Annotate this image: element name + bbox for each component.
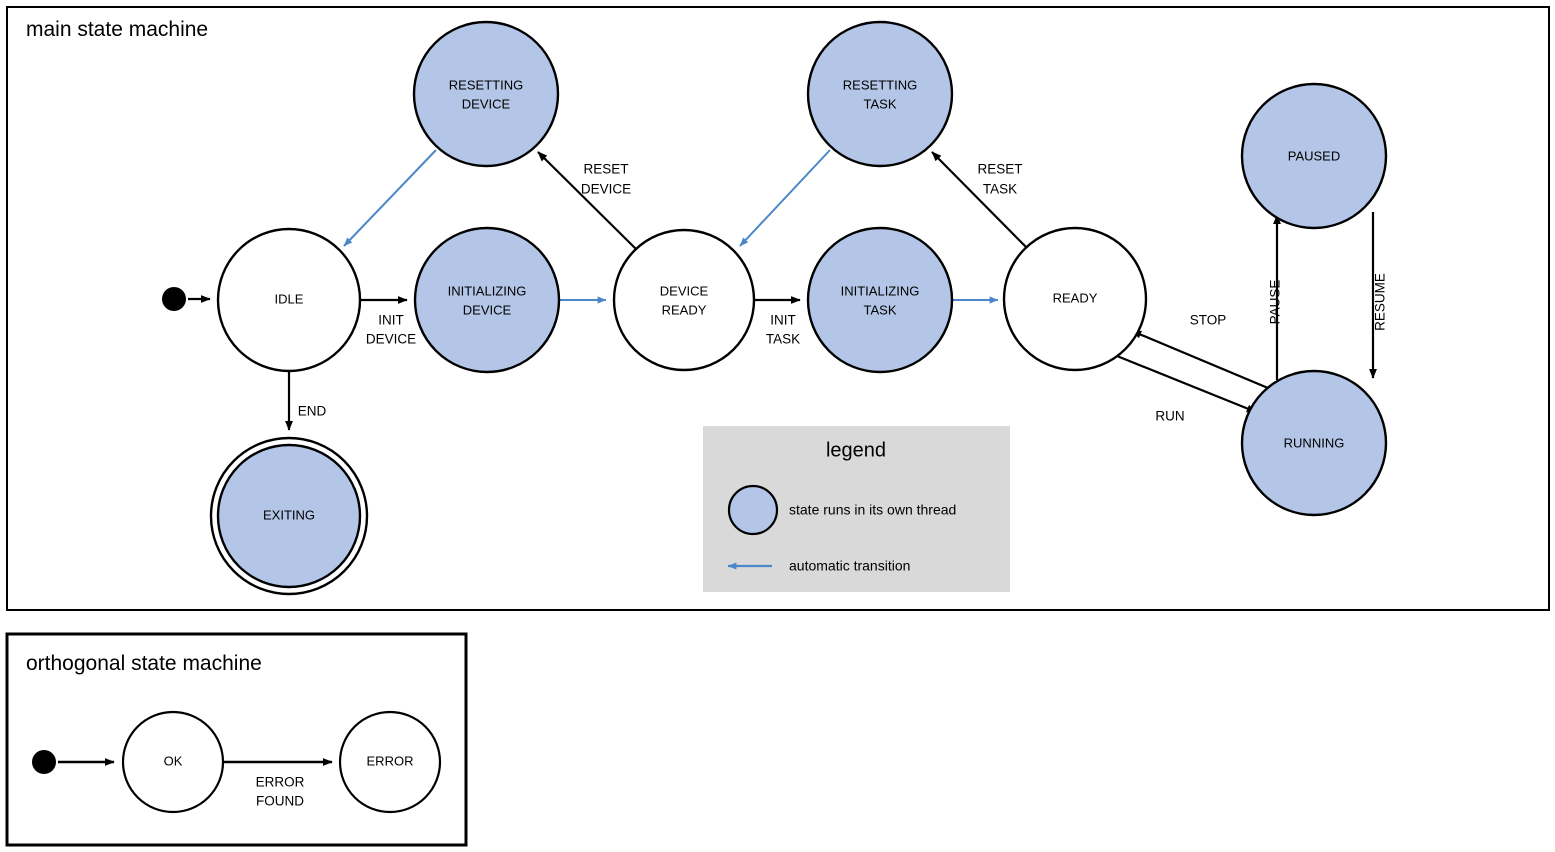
legend-auto-transition-label: automatic transition xyxy=(789,558,910,574)
main-transitions: INIT DEVICE END RESET DEVICE INIT TASK xyxy=(188,149,1388,431)
transition-ready-to-running: RUN xyxy=(1116,354,1257,424)
state-paused[interactable]: PAUSED xyxy=(1240,82,1388,230)
state-label-line2: DEVICE xyxy=(462,96,511,111)
state-resetting-task[interactable]: RESETTING TASK xyxy=(806,20,954,168)
state-label-line2: TASK xyxy=(864,96,897,111)
legend-thread-label: state runs in its own thread xyxy=(789,502,956,518)
state-label-line1: RESETTING xyxy=(843,77,917,92)
state-circle[interactable] xyxy=(412,20,560,168)
edge-line xyxy=(1131,329,1269,390)
transition-label-line2: TASK xyxy=(983,182,1017,197)
transition-label-line1: STOP xyxy=(1190,313,1227,328)
state-label-line1: DEVICE xyxy=(660,283,709,298)
state-circle[interactable] xyxy=(1002,226,1148,372)
transition-label-line1: RESET xyxy=(583,162,628,177)
state-circle[interactable] xyxy=(413,226,561,374)
transition-label-line1: RESUME xyxy=(1373,273,1388,331)
transition-ok-to-error: ERROR FOUND xyxy=(223,758,333,809)
state-circle[interactable] xyxy=(216,443,362,589)
legend: legend state runs in its own thread auto… xyxy=(703,426,1010,592)
edge-line xyxy=(931,151,1028,249)
state-initializing-device[interactable]: INITIALIZING DEVICE xyxy=(413,226,561,374)
state-label-line1: IDLE xyxy=(275,291,304,306)
state-ok[interactable]: OK xyxy=(121,710,225,814)
transition-label-line1: RESET xyxy=(977,162,1022,177)
edge-line xyxy=(1116,354,1257,414)
orthogonal-state-machine-frame: orthogonal state machine ERROR FOUND OK … xyxy=(5,632,468,847)
main-states: RESETTING DEVICE RESETTING TASK PAUSED I… xyxy=(162,20,1388,596)
state-label-line1: READY xyxy=(1053,290,1098,305)
state-circle[interactable] xyxy=(806,226,954,374)
state-label-line1: INITIALIZING xyxy=(448,283,527,298)
initial-state-node[interactable] xyxy=(162,287,186,311)
transition-label-line1: ERROR xyxy=(256,775,305,790)
transition-label-line2: DEVICE xyxy=(581,182,631,197)
transition-label-line2: DEVICE xyxy=(366,332,416,347)
state-circle[interactable] xyxy=(121,710,225,814)
legend-thread-swatch-icon xyxy=(727,484,779,536)
transition-device-ready-to-initializing-task: INIT TASK xyxy=(754,296,801,347)
state-initializing-task[interactable]: INITIALIZING TASK xyxy=(806,226,954,374)
edge-line xyxy=(537,151,638,251)
transition-paused-to-running: RESUME xyxy=(1369,212,1388,379)
ortho-initial-state-node[interactable] xyxy=(32,750,56,774)
transition-label-line1: INIT xyxy=(378,313,404,328)
transition-idle-to-exiting: END xyxy=(285,371,327,431)
state-label-line2: READY xyxy=(662,302,707,317)
state-label-line1: RESETTING xyxy=(449,77,523,92)
state-label-line1: RUNNING xyxy=(1284,435,1345,450)
transition-device-ready-to-resetting-device: RESET DEVICE xyxy=(537,151,638,251)
state-label-line1: ERROR xyxy=(367,753,414,768)
state-label-line1: EXITING xyxy=(263,507,315,522)
transition-resetting-task-to-device-ready xyxy=(739,149,831,247)
transition-running-to-paused: PAUSE xyxy=(1268,214,1283,380)
state-circle[interactable] xyxy=(806,20,954,168)
edge-line xyxy=(739,149,831,247)
state-ready[interactable]: READY xyxy=(1002,226,1148,372)
transition-resetting-device-to-idle xyxy=(343,149,437,247)
state-idle[interactable]: IDLE xyxy=(216,227,362,373)
state-resetting-device[interactable]: RESETTING DEVICE xyxy=(412,20,560,168)
state-label-line1: PAUSED xyxy=(1288,148,1341,163)
state-circle[interactable] xyxy=(216,227,362,373)
transition-label-line1: PAUSE xyxy=(1268,280,1283,325)
state-running[interactable]: RUNNING xyxy=(1240,369,1388,517)
main-frame-title: main state machine xyxy=(26,18,208,41)
state-circle[interactable] xyxy=(338,710,442,814)
state-label-line1: INITIALIZING xyxy=(841,283,920,298)
transition-idle-to-initializing-device: INIT DEVICE xyxy=(360,296,416,347)
state-circle[interactable] xyxy=(1240,82,1388,230)
edge-line xyxy=(343,149,437,247)
state-label-line1: OK xyxy=(164,753,183,768)
transition-label-line2: TASK xyxy=(766,332,800,347)
state-circle[interactable] xyxy=(1240,369,1388,517)
transition-label-line1: RUN xyxy=(1155,409,1184,424)
state-error[interactable]: ERROR xyxy=(338,710,442,814)
state-circle[interactable] xyxy=(612,228,756,372)
state-label-line2: TASK xyxy=(864,302,897,317)
state-label-line2: DEVICE xyxy=(463,302,512,317)
transition-label-line1: INIT xyxy=(770,313,796,328)
transition-label-line2: FOUND xyxy=(256,794,304,809)
transition-ready-to-resetting-task: RESET TASK xyxy=(931,151,1028,249)
legend-title: legend xyxy=(826,439,886,461)
transition-label-line1: END xyxy=(298,404,327,419)
state-device-ready[interactable]: DEVICE READY xyxy=(612,228,756,372)
state-exiting[interactable]: EXITING xyxy=(209,436,369,596)
orthogonal-frame-title: orthogonal state machine xyxy=(26,652,262,675)
transition-running-to-ready: STOP xyxy=(1131,313,1269,390)
